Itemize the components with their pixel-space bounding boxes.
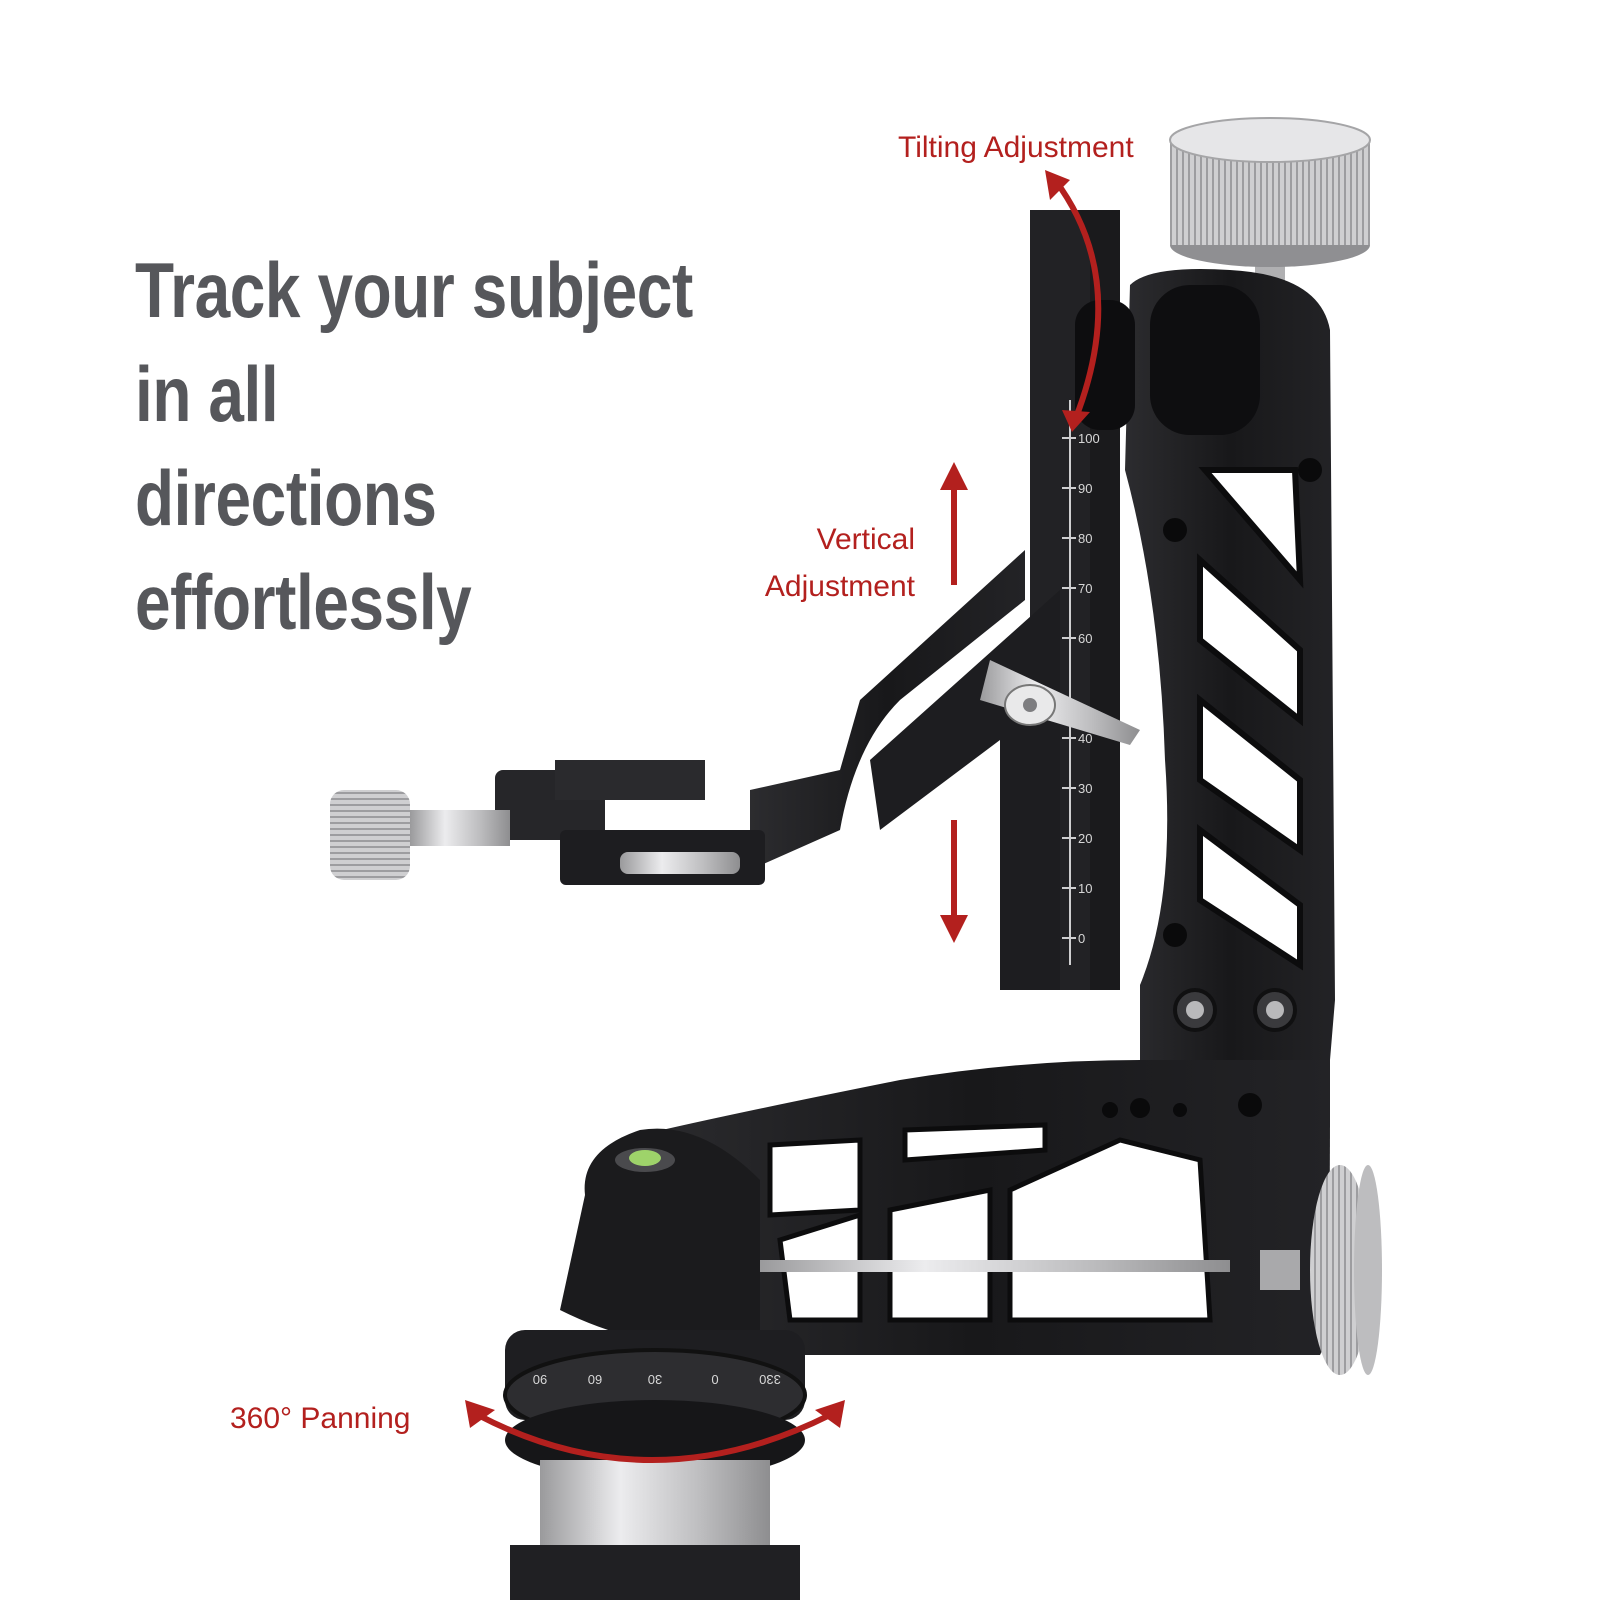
scale-tick-label: 60 <box>1078 631 1092 646</box>
vertical-arm <box>1125 269 1335 1060</box>
scale-tick-label: 40 <box>1078 731 1092 746</box>
tilt-arrow <box>1052 178 1102 422</box>
headline: Track your subject in all directions eff… <box>135 238 758 654</box>
side-knob <box>1260 1165 1382 1375</box>
tilt-knob <box>1169 117 1371 285</box>
clamp-arm <box>330 550 1140 990</box>
tilting-adjustment-label: Tilting Adjustment <box>898 131 1134 164</box>
panning-label: 360° Panning <box>230 1402 411 1435</box>
tilt-arrow-head-bottom <box>1062 410 1090 432</box>
scale-tick-label: 20 <box>1078 831 1092 846</box>
scale-tick-label: 30 <box>1078 781 1092 796</box>
vertical-label-line-2: Adjustment <box>764 570 915 603</box>
scale-tick-label: 0 <box>1078 931 1085 946</box>
vertical-label-line-1: Vertical <box>816 523 915 556</box>
tilt-arrow-head-top <box>1045 170 1070 200</box>
vertical-arrow-up <box>940 462 968 585</box>
scale-tick-label: 70 <box>1078 581 1092 596</box>
scale-tick-label: 90 <box>1078 481 1092 496</box>
scale-tick-label: 10 <box>1078 881 1092 896</box>
dial-mark-label: 30 <box>648 1372 662 1387</box>
headline-line-1: Track your subject in all <box>135 246 693 438</box>
dial-mark-label: 60 <box>588 1372 602 1387</box>
panning-arrow <box>465 1400 845 1463</box>
vertical-arrow-down <box>940 820 968 943</box>
scale-tick-label: 80 <box>1078 531 1092 546</box>
base-arm <box>620 1060 1330 1355</box>
vertical-adjustment-label: Vertical Adjustment <box>735 516 915 610</box>
dial-mark-label: 90 <box>533 1372 547 1387</box>
headline-line-2: directions effortlessly <box>135 454 472 646</box>
dial-mark-label: 330 <box>759 1372 781 1387</box>
panning-base: 90 60 30 0 330 <box>503 1128 807 1600</box>
dial-mark-label: 0 <box>711 1372 718 1387</box>
scale-tick-label: 100 <box>1078 431 1100 446</box>
